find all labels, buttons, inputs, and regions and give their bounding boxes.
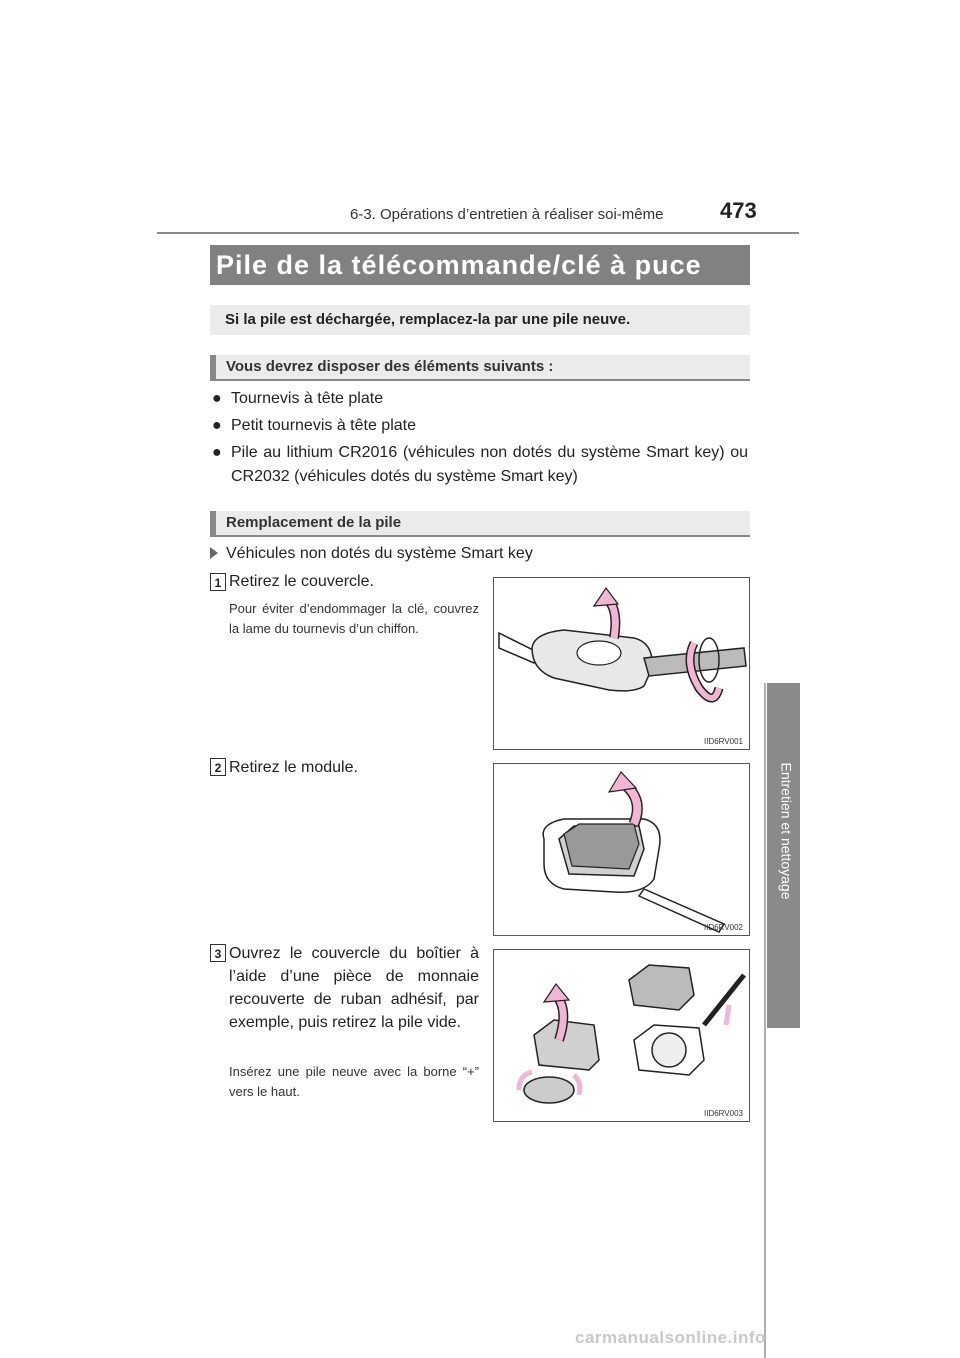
list-item: ● Tournevis à tête plate [212,387,752,411]
list-item-text: Tournevis à tête plate [231,390,384,407]
intro-text: Si la pile est déchargée, remplacez-la p… [210,305,750,335]
figure-id: IID6RV002 [704,923,743,932]
step-number: 3 [210,944,226,962]
figure-remove-module: IID6RV002 [493,763,750,936]
requirements-heading: Vous devrez disposer des éléments suivan… [210,355,750,381]
header-section-title: 6-3. Opérations d’entretien à réaliser s… [350,206,664,223]
figure-remove-cover: IID6RV001 [493,577,750,750]
page-title: Pile de la télécommande/clé à puce [210,245,750,285]
chapter-number: 6 [779,660,788,676]
bullet-icon: ● [212,444,222,461]
replacement-heading: Remplacement de la pile [210,511,750,537]
step-instruction: Retirez le couvercle. [229,573,374,590]
chapter-tab [767,683,800,1028]
list-item-text: Petit tournevis à tête plate [231,417,416,434]
step-note: Insérez une pile neuve avec la borne “+”… [229,1064,479,1099]
step-instruction: Retirez le module. [229,759,358,776]
figure-id: IID6RV001 [704,737,743,746]
side-divider [764,683,766,1358]
header-divider [157,232,799,234]
arrow-right-icon [210,547,218,559]
figure-replace-battery: IID6RV003 [493,949,750,1122]
page-number: 473 [720,198,757,223]
bullet-icon: ● [212,417,222,434]
watermark: carmanualsonline.info [575,1328,766,1347]
list-item-text: Pile au lithium CR2016 (véhicules non do… [231,444,748,485]
step-number: 2 [210,758,226,776]
list-item: ● Petit tournevis à tête plate [212,414,752,438]
figure-id: IID6RV003 [704,1109,743,1118]
step-number: 1 [210,573,226,591]
list-item: ● Pile au lithium CR2016 (véhicules non … [212,441,752,491]
key-module-illustration [542,771,726,933]
vehicle-type-subheading: Véhicules non dotés du système Smart key [210,545,533,563]
step-instruction: Ouvrez le couvercle du boîtier à l’aide … [229,945,479,1031]
battery-case-illustration [516,964,746,1104]
chapter-label: Entretien et nettoyage [778,762,795,900]
vehicle-type-label: Véhicules non dotés du système Smart key [226,545,533,562]
key-cover-illustration [498,586,747,703]
step-note: Pour éviter d’endommager la clé, couvrez… [229,601,479,636]
bullet-icon: ● [212,390,222,407]
